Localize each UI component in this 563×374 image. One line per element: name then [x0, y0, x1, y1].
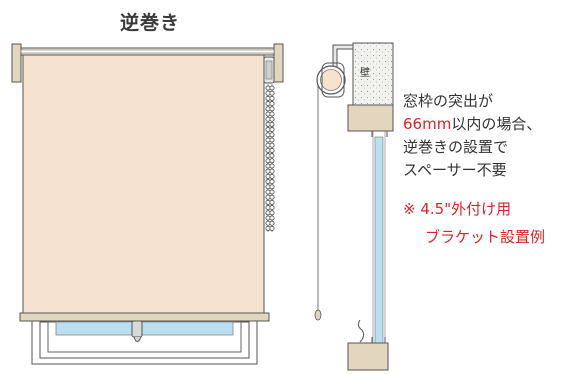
chain-bead [269, 158, 275, 164]
control-unit [263, 56, 275, 84]
note-line-2: 66mm以内の場合、 [403, 113, 541, 136]
wall-label: 壁 [360, 68, 370, 79]
chain-bead [269, 121, 275, 127]
chain-bead [269, 127, 275, 133]
bottom-bar [19, 312, 270, 342]
chain-bead [269, 90, 275, 96]
note-measurement: 66mm [403, 115, 452, 133]
chain-bead [269, 184, 275, 190]
note-line-1: 窓枠の突出が [403, 92, 494, 110]
chain-bead [269, 137, 275, 143]
chain-bead [269, 199, 275, 205]
reference-line-2: ブラケット設置例 [425, 228, 546, 246]
chain-bead [269, 220, 275, 226]
chain-bead [269, 101, 275, 107]
chain-bead [269, 179, 275, 185]
chain-bead [269, 147, 275, 153]
chain-bead [269, 168, 275, 174]
bead-chain [265, 84, 275, 232]
chain-bead [269, 132, 275, 138]
chain-bead [269, 106, 275, 112]
chain-bead [269, 173, 275, 179]
chain-bead [269, 95, 275, 101]
chain-bead [269, 189, 275, 195]
chain-bead [269, 85, 275, 91]
blind-fabric [22, 54, 265, 314]
note-line-2-rest: 以内の場合、 [451, 115, 542, 133]
installation-note: 窓枠の突出が 66mm以内の場合、 逆巻きの設置で スペーサー不要 [403, 90, 541, 182]
chain-bead [269, 111, 275, 117]
chain-bead [269, 205, 275, 211]
chain-bead [269, 142, 275, 148]
chain-bead [269, 163, 275, 169]
chain-bead [269, 194, 275, 200]
diagram-title: 逆巻き [119, 12, 180, 34]
side-view [314, 42, 394, 371]
chain-bead [269, 225, 275, 231]
window-frame-front [31, 317, 258, 365]
chain-bead [269, 116, 275, 122]
chain-bead [269, 153, 275, 159]
reference-line-1: ※ 4.5"外付け用 [403, 200, 512, 218]
chain-bead [269, 215, 275, 221]
note-line-4: スペーサー不要 [403, 161, 507, 179]
chain-bead [269, 210, 275, 216]
note-line-3: 逆巻きの設置で [403, 138, 509, 156]
